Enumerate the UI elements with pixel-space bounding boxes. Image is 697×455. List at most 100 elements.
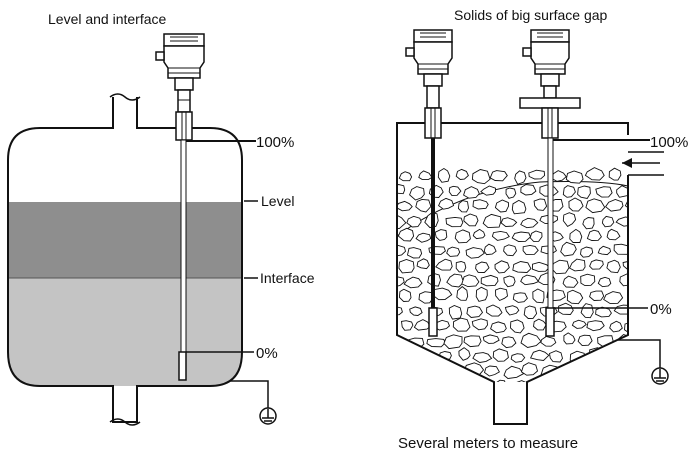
stone — [416, 258, 430, 270]
stone — [486, 304, 503, 317]
stone — [475, 379, 493, 382]
stone — [520, 332, 542, 348]
stone — [483, 365, 501, 377]
stone — [520, 362, 539, 376]
stone — [577, 185, 591, 200]
stone — [500, 217, 518, 227]
stone — [571, 319, 587, 329]
left-panel-title: Level and interface — [48, 11, 167, 27]
stone — [603, 291, 624, 305]
stone — [480, 274, 499, 287]
stone — [510, 319, 525, 334]
stone — [624, 321, 628, 334]
stone — [400, 320, 414, 331]
stone — [577, 334, 593, 347]
stone — [466, 305, 484, 318]
stone — [629, 169, 643, 179]
right-transmitter-2 — [519, 29, 581, 139]
stone — [580, 246, 594, 258]
stone — [569, 258, 586, 272]
stone — [585, 198, 606, 214]
stone — [463, 186, 480, 199]
stone — [580, 273, 596, 287]
stone — [472, 352, 493, 363]
left-probe-rod — [180, 139, 187, 353]
right-panel-caption: Several meters to measure — [398, 435, 578, 452]
stone — [613, 304, 628, 315]
stone — [455, 261, 467, 273]
stone — [548, 350, 563, 363]
stone — [522, 244, 539, 255]
stone — [454, 229, 471, 244]
stone — [415, 198, 432, 213]
stone — [563, 332, 576, 345]
stone — [448, 305, 463, 320]
stone — [617, 365, 628, 379]
stone — [475, 286, 488, 302]
stone — [472, 228, 486, 240]
left-probe-weight — [178, 351, 187, 381]
stone — [528, 169, 546, 180]
stone — [446, 273, 465, 288]
stone — [457, 200, 469, 213]
stone — [631, 231, 641, 243]
stone — [512, 292, 528, 303]
stone — [589, 381, 607, 382]
stone — [597, 364, 615, 379]
stone — [444, 364, 459, 377]
stone — [589, 259, 604, 270]
stone — [562, 185, 576, 198]
bin-outline — [396, 122, 629, 425]
stone — [530, 379, 544, 382]
stone — [397, 200, 413, 212]
stone — [436, 378, 451, 382]
stone — [491, 230, 510, 241]
stone — [560, 241, 577, 257]
stone — [584, 167, 605, 181]
stone — [569, 380, 588, 382]
stone — [520, 217, 539, 229]
stone — [490, 321, 507, 334]
stone — [493, 379, 508, 382]
stone — [435, 258, 453, 271]
stone — [399, 381, 415, 382]
stone — [529, 349, 550, 361]
stone — [443, 334, 463, 350]
stone — [415, 232, 432, 243]
stone — [397, 336, 406, 349]
stone — [510, 353, 526, 363]
stone — [482, 334, 500, 344]
stone — [463, 335, 482, 348]
left-full-label: 100% — [256, 134, 294, 151]
stone — [606, 347, 621, 361]
stone — [446, 246, 461, 257]
stone — [458, 347, 471, 361]
left-empty-label: 0% — [256, 345, 278, 362]
stone — [613, 243, 628, 255]
stone — [606, 228, 621, 241]
stone — [582, 217, 595, 230]
stone — [397, 227, 415, 242]
stone — [533, 318, 547, 331]
stone — [418, 170, 433, 180]
tank-liquid — [8, 202, 242, 386]
stone — [401, 349, 414, 362]
interface-label: Interface — [260, 270, 315, 286]
stone — [622, 260, 628, 270]
stone — [495, 287, 508, 302]
stone — [558, 302, 574, 315]
right-probe-weight-2 — [545, 307, 555, 337]
stone — [398, 259, 415, 274]
stone — [437, 167, 451, 183]
upper-liquid-layer — [8, 202, 242, 278]
stone — [616, 185, 628, 198]
right-transmitter-1 — [405, 29, 453, 139]
stone — [494, 199, 509, 213]
stone — [589, 290, 605, 301]
stone — [407, 367, 422, 378]
stone — [413, 319, 431, 331]
stone — [445, 216, 464, 228]
stone — [397, 364, 405, 376]
